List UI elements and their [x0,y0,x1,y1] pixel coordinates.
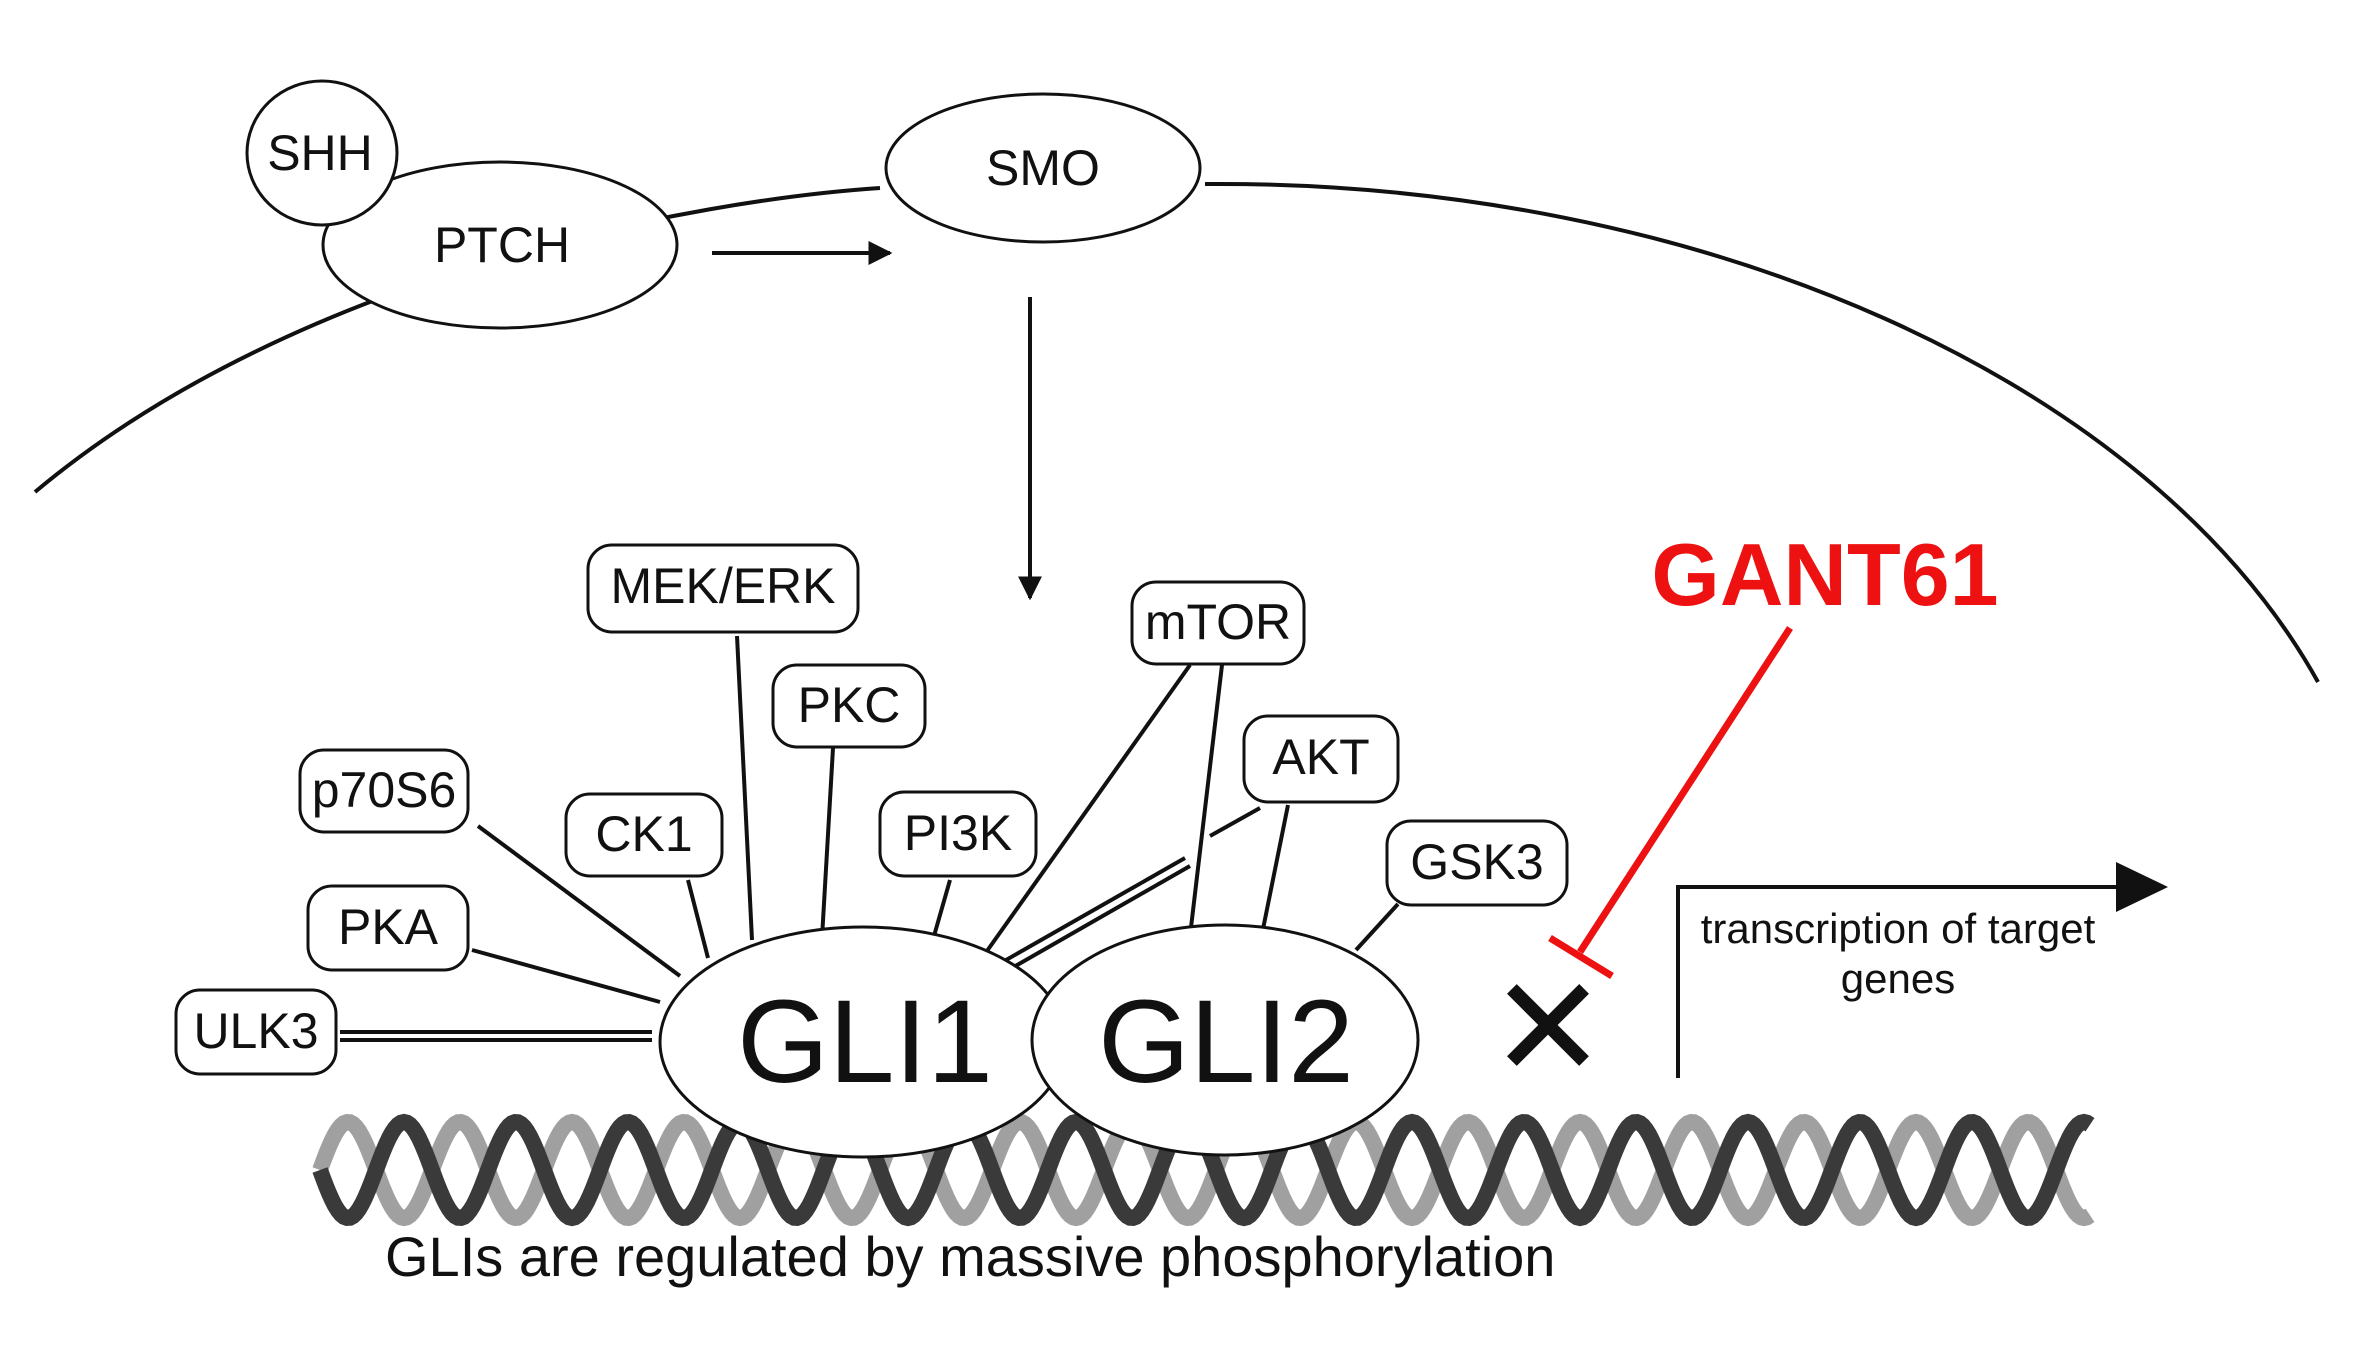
akt-gli1-line-3 [1209,806,1261,838]
pka-label: PKA [338,899,439,955]
gsk3-node[interactable]: GSK3 [1385,819,1569,907]
p70s6-gli1-line [476,824,682,978]
mekerk-label: MEK/ERK [610,558,835,614]
pka-gli1-line [471,948,661,1004]
gant61-inhibition-bar [1548,935,1614,979]
akt-gli1-line [991,856,1186,970]
mtor-gli2-line [1188,664,1224,937]
mtor-label: mTOR [1145,594,1291,650]
blocked-cross-icon: ✕ [1489,949,1606,1106]
pkc-node[interactable]: PKC [771,663,927,749]
pka-node[interactable]: PKA [306,884,470,972]
ck1-gli1-line [686,879,710,959]
p70s6-label: p70S6 [312,762,457,818]
gsk3-label: GSK3 [1410,834,1543,890]
mtor-gli1-line [980,663,1192,960]
ck1-label: CK1 [595,806,692,862]
gli1-label: GLI1 [737,976,993,1108]
transcription-arrow-head [2116,862,2168,912]
gant61-label: GANT61 [1651,525,1998,624]
shh-label: SHH [267,125,373,181]
mtor-node[interactable]: mTOR [1130,580,1306,666]
transcription-label-line2: genes [1841,955,1955,1002]
smo-label: SMO [986,140,1100,196]
gant61-inhibition-line [1577,626,1793,954]
mekerk-gli1-line [735,635,754,941]
transcription-arrow [1676,885,2148,1078]
akt-gli1-line-2 [997,864,1191,978]
pi3k-label: PI3K [904,805,1012,861]
ulk3-label: ULK3 [193,1003,318,1059]
p70s6-node[interactable]: p70S6 [298,748,470,834]
shh-node[interactable] [245,79,399,227]
transcription-label-line1: transcription of target [1701,905,2096,952]
gli2-node[interactable] [1030,923,1420,1157]
dna-strand-light [312,1113,2095,1227]
gli2-label: GLI2 [1098,976,1354,1108]
akt-label: AKT [1272,729,1369,785]
pkc-label: PKC [798,677,901,733]
ulk3-node[interactable]: ULK3 [174,988,338,1076]
ptch-node[interactable] [321,160,679,330]
pi3k-node[interactable]: PI3K [878,790,1038,878]
smo-node[interactable] [884,92,1202,244]
ck1-node[interactable]: CK1 [564,792,724,878]
gsk3-gli2-line [1354,902,1400,952]
pkc-gli1-line [820,747,835,939]
mekerk-node[interactable]: MEK/ERK [586,543,860,634]
diagram-caption: GLIs are regulated by massive phosphoryl… [385,1225,1555,1288]
akt-gli2-line [1258,804,1290,945]
ptch-label: PTCH [434,217,570,273]
akt-node[interactable]: AKT [1242,714,1400,804]
